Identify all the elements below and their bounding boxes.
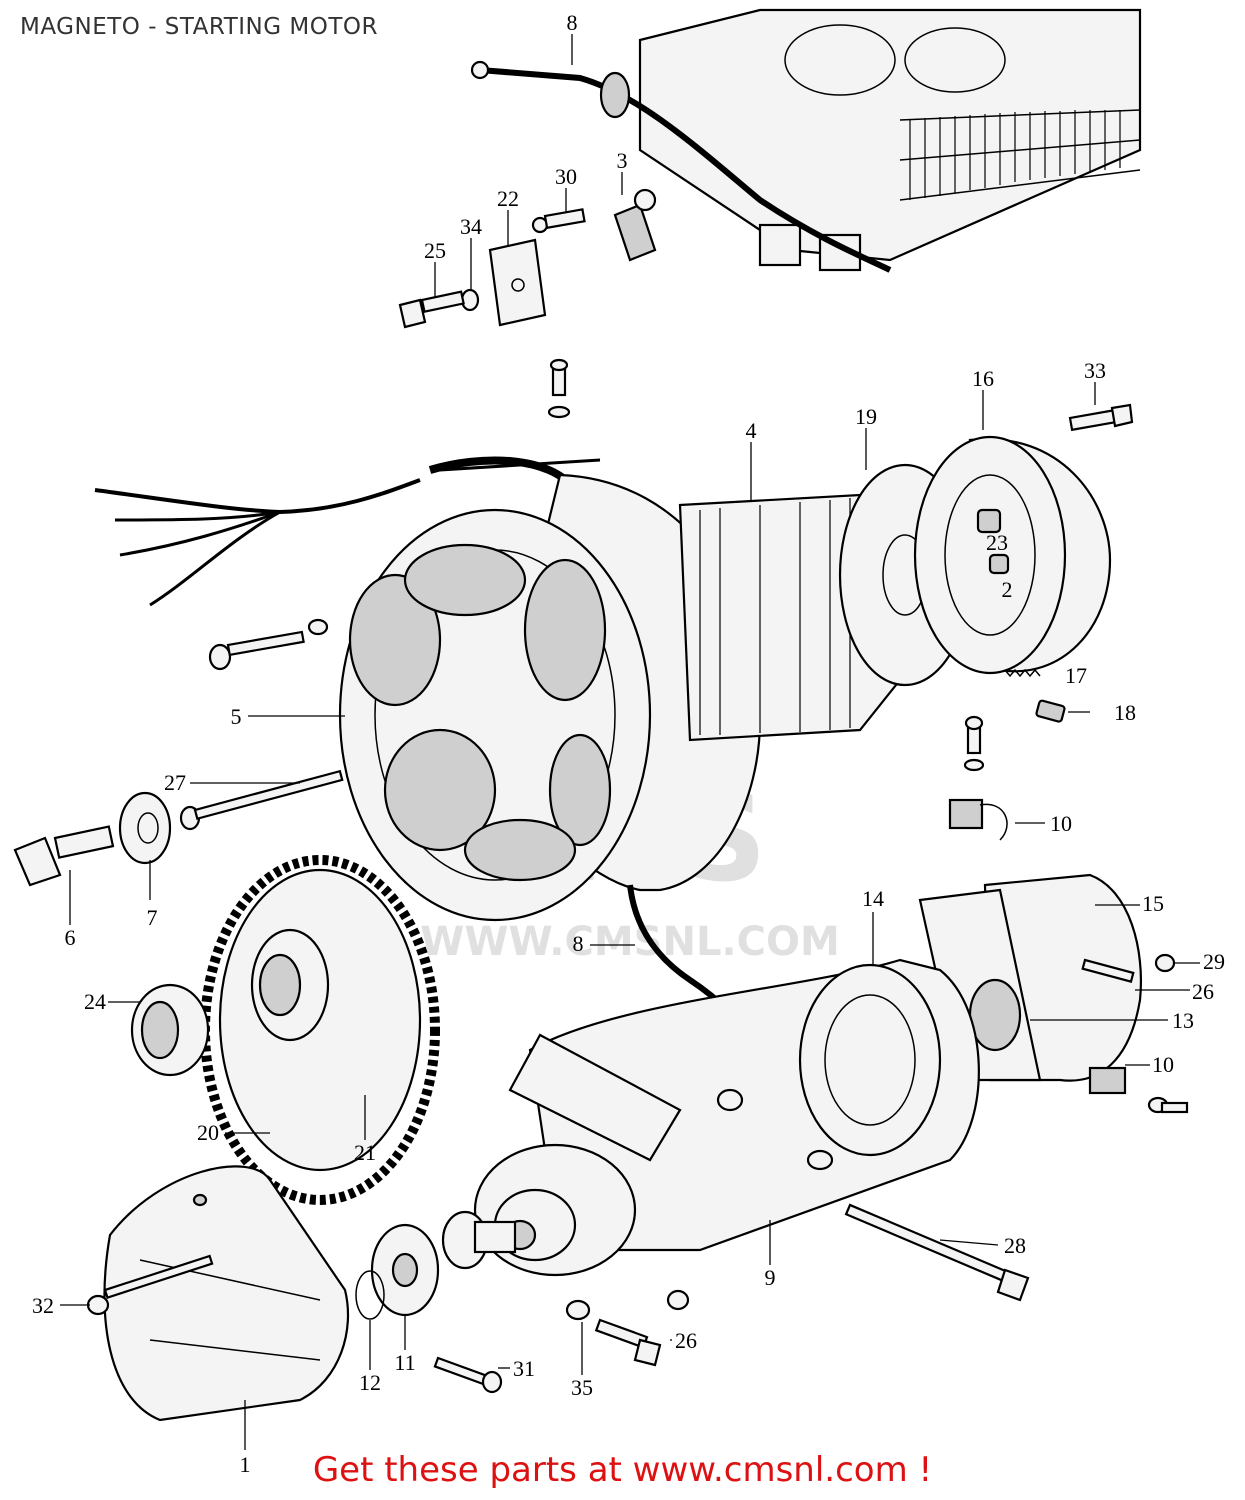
callout-26-upper: 26: [1192, 979, 1214, 1004]
callout-10-lower: 10: [1152, 1052, 1174, 1077]
washer-small-lower: [666, 1289, 690, 1311]
screw-31: [433, 1356, 503, 1394]
through-bolt-27: [179, 769, 344, 831]
callout-28: 28: [1004, 1233, 1026, 1258]
terminal-plate-3: [613, 188, 657, 262]
washer-34: [460, 288, 480, 312]
callout-9: 9: [765, 1265, 776, 1290]
spring-17: [1004, 668, 1041, 678]
callout-18: 18: [1114, 700, 1136, 725]
washer-35: [565, 1299, 591, 1321]
bearing-24: [130, 983, 210, 1077]
sprocket-21: [218, 868, 422, 1172]
callout-13: 13: [1172, 1008, 1194, 1033]
bolt-26-lower: [594, 1318, 662, 1367]
circlip-12: [355, 1270, 385, 1320]
leader-lines: [60, 34, 1200, 1450]
callout-35: 35: [571, 1375, 593, 1400]
washer-7: [118, 791, 172, 865]
screw-26-upper: [1081, 958, 1135, 983]
bolt-33: [1068, 403, 1134, 432]
callout-15: 15: [1142, 891, 1164, 916]
callout-20: 20: [197, 1120, 219, 1145]
callout-30: 30: [555, 164, 577, 189]
screw-stator-left: [208, 618, 329, 671]
bolt-25: [398, 290, 465, 329]
callout-1: 1: [240, 1452, 251, 1477]
callout-22: 22: [497, 186, 519, 211]
footer-parts-link[interactable]: Get these parts at www.cmsnl.com !: [312, 1450, 933, 1490]
screw-top-stator: [547, 358, 571, 419]
callout-32: 32: [32, 1293, 54, 1318]
callout-7: 7: [147, 905, 158, 930]
callout-19: 19: [855, 404, 877, 429]
callout-25: 25: [424, 238, 446, 263]
page-title: MAGNETO - STARTING MOTOR: [20, 14, 378, 40]
callout-4: 4: [746, 418, 757, 443]
bolt-6: [13, 825, 115, 887]
chain-cover-1: [103, 1165, 350, 1422]
cable-upper: [470, 60, 892, 273]
pinion-sprocket-11: [370, 1223, 440, 1317]
callout-16: 16: [972, 366, 994, 391]
watermark-url: WWW.CMSNL.COM: [420, 919, 840, 965]
callout-33: 33: [1084, 358, 1106, 383]
commutator-13: [968, 978, 1022, 1052]
callout-6: 6: [65, 925, 76, 950]
screw-32: [86, 1254, 214, 1316]
flywheel-16: [913, 435, 1112, 675]
callout-10-upper: 10: [1050, 811, 1072, 836]
callout-21: 21: [354, 1140, 376, 1165]
callout-34: 34: [460, 214, 482, 239]
callout-3: 3: [617, 148, 628, 173]
through-bolt-28: [844, 1203, 1030, 1302]
crankcase-housing: [638, 8, 1142, 272]
callout-11: 11: [394, 1350, 415, 1375]
brush-10-lower: [1088, 1066, 1189, 1114]
callout-5: 5: [231, 704, 242, 729]
callout-2: 2: [1002, 577, 1013, 602]
clamp-22: [488, 238, 547, 327]
callout-27: 27: [164, 770, 186, 795]
callout-29: 29: [1203, 949, 1225, 974]
shaft-coupling: [441, 1210, 517, 1270]
screw-29: [1154, 953, 1176, 973]
callout-14: 14: [862, 886, 884, 911]
callout-labels: 8 30 3 22 34 25 16 33 4 19 23 2 17 18 5 …: [32, 10, 1225, 1477]
callout-17: 17: [1065, 663, 1087, 688]
callout-31: 31: [513, 1356, 535, 1381]
brush-10-upper: [948, 715, 1008, 841]
callout-24: 24: [84, 989, 106, 1014]
callout-8-lower: 8: [573, 931, 584, 956]
callout-23: 23: [986, 530, 1008, 555]
callout-26-lower: 26: [675, 1328, 697, 1353]
starter-motor-9: [473, 958, 980, 1277]
screw-30: [531, 208, 586, 234]
callout-8-top: 8: [567, 10, 578, 35]
pin-18: [1035, 699, 1066, 723]
callout-12: 12: [359, 1370, 381, 1395]
